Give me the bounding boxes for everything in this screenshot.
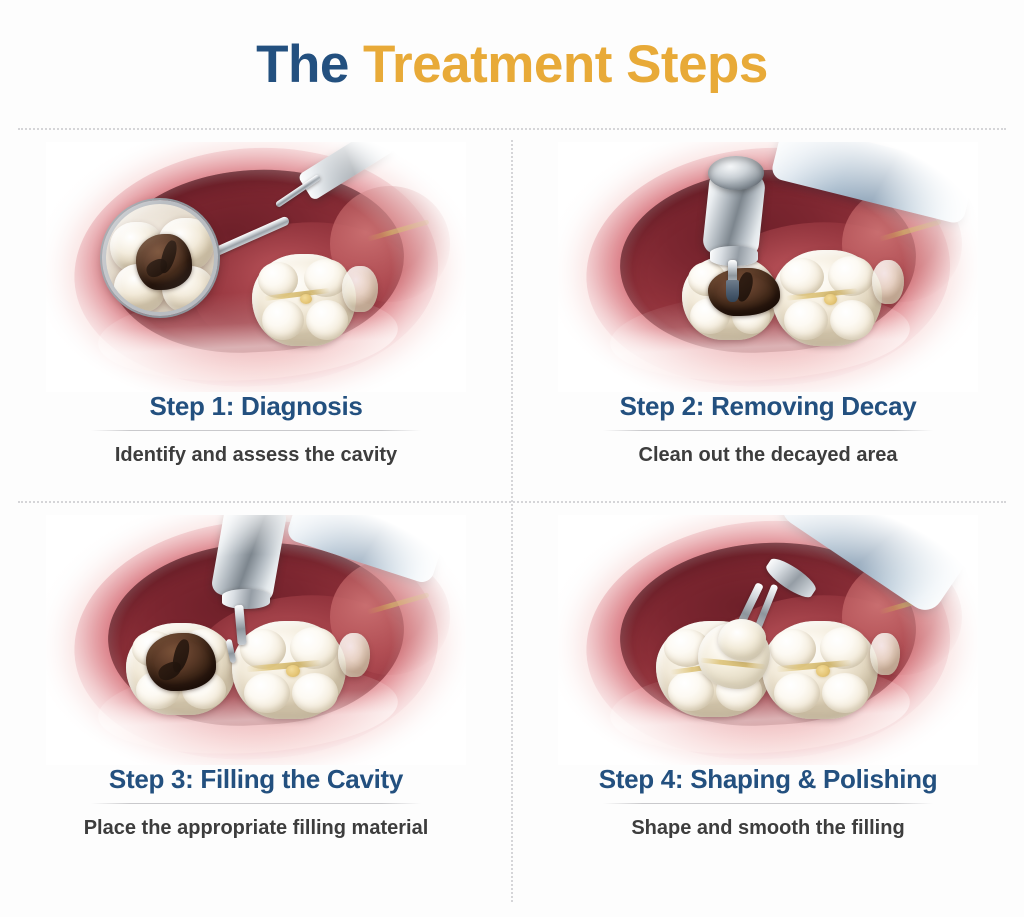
step-1-illustration [46, 142, 466, 392]
instrument-collar-icon [222, 589, 270, 609]
molar-tooth-icon [232, 621, 346, 719]
step-1-rule [91, 429, 421, 431]
step-4-rule [603, 802, 933, 804]
steps-grid: Step 1: Diagnosis Identify and assess th… [0, 128, 1024, 917]
step-1-caption: Step 1: Diagnosis Identify and assess th… [0, 392, 512, 467]
molar-tooth-icon [252, 254, 356, 346]
step-3-title: Step 3: Filling the Cavity [108, 764, 404, 794]
step-3-rule [91, 802, 421, 804]
step-2-subtitle: Clean out the decayed area [638, 443, 898, 466]
step-4-subtitle: Shape and smooth the filling [631, 816, 905, 839]
decay-lesion-icon [136, 234, 192, 290]
decay-lesion-icon [708, 268, 780, 316]
bur-chuck-icon [708, 156, 764, 190]
step-card-3[interactable]: Step 3: Filling the Cavity Place the app… [0, 501, 512, 895]
step-card-2[interactable]: Step 2: Removing Decay Clean out the dec… [512, 128, 1024, 522]
step-card-1[interactable]: Step 1: Diagnosis Identify and assess th… [0, 128, 512, 522]
step-4-illustration [558, 515, 978, 765]
dental-bur-tip-icon [726, 280, 739, 302]
title-word-treatment-steps: Treatment Steps [363, 34, 768, 94]
divider-between-columns [511, 140, 513, 902]
step-2-illustration [558, 142, 978, 392]
decay-lesion-icon [146, 633, 216, 691]
step-2-caption: Step 2: Removing Decay Clean out the dec… [512, 392, 1024, 467]
step-card-4[interactable]: Step 4: Shaping & Polishing Shape and sm… [512, 501, 1024, 895]
page-title: The Treatment Steps [256, 38, 768, 91]
step-4-title: Step 4: Shaping & Polishing [598, 764, 938, 794]
back-tooth-icon [342, 266, 378, 312]
molar-tooth-icon [772, 250, 882, 346]
step-2-title: Step 2: Removing Decay [619, 391, 917, 421]
polishing-tip-icon [718, 619, 766, 661]
back-tooth-icon [870, 633, 900, 675]
title-bar: The Treatment Steps [0, 0, 1024, 128]
handpiece-collar-icon [710, 246, 758, 266]
step-1-title: Step 1: Diagnosis [149, 391, 363, 421]
step-1-subtitle: Identify and assess the cavity [114, 443, 398, 466]
dental-bur-shaft-icon [728, 260, 737, 286]
step-3-caption: Step 3: Filling the Cavity Place the app… [0, 765, 512, 840]
step-3-subtitle: Place the appropriate filling material [83, 816, 429, 839]
title-word-the: The [256, 34, 349, 94]
dental-mirror-icon [102, 200, 218, 316]
step-2-rule [603, 429, 933, 431]
step-3-illustration [46, 515, 466, 765]
step-4-caption: Step 4: Shaping & Polishing Shape and sm… [512, 765, 1024, 840]
back-tooth-icon [338, 633, 370, 677]
molar-tooth-icon [762, 621, 878, 719]
back-tooth-icon [872, 260, 904, 304]
divider-under-title [18, 128, 1006, 130]
